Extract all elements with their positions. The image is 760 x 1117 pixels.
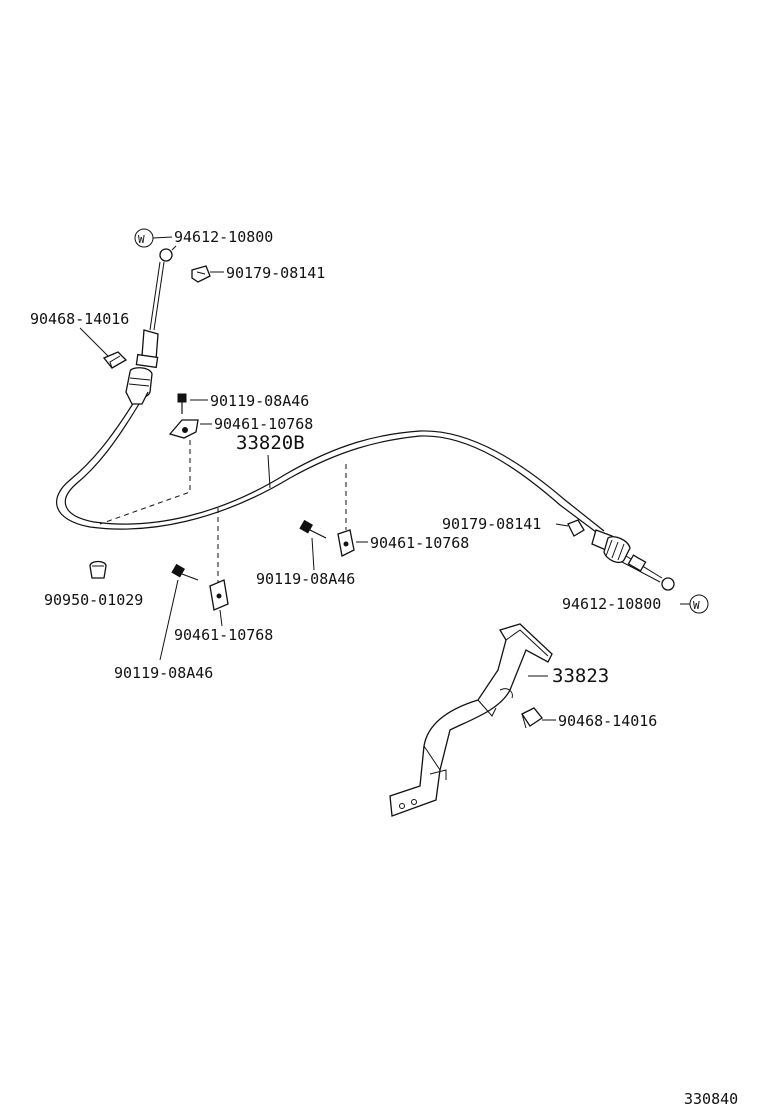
bolt-lower: [171, 563, 199, 581]
cable-end-ball-right: [661, 577, 675, 591]
plug: [89, 560, 107, 579]
label-cable-end-top: 94612-10800: [174, 228, 273, 246]
control-cable: [55, 401, 605, 536]
label-bracket: 33823: [552, 665, 609, 687]
label-clip-bracket: 90468-14016: [558, 712, 657, 730]
label-bushing-right: 90179-08141: [442, 515, 541, 533]
label-clamp-upper: 90461-10768: [214, 415, 313, 433]
washer-mark-top: W: [134, 228, 154, 248]
clamp-upper: [168, 419, 199, 439]
bolt-middle: [299, 519, 327, 539]
label-clip-top-left: 90468-14016: [30, 310, 129, 328]
bolt-upper: [177, 393, 187, 414]
cable-upper-end: [125, 261, 165, 405]
bracket: [389, 623, 553, 817]
label-clamp-lower: 90461-10768: [174, 626, 273, 644]
bushing-top: [191, 265, 211, 283]
clamp-lower: [209, 579, 229, 611]
label-plug: 90950-01029: [44, 591, 143, 609]
clamp-middle: [337, 529, 355, 557]
cable-right-end: [591, 529, 663, 583]
bushing-right: [567, 519, 585, 537]
cable-end-ball-top: [159, 245, 177, 262]
label-cable-assembly: 33820B: [236, 432, 305, 454]
label-bolt-lower: 90119-08A46: [114, 664, 213, 682]
label-bushing-top: 90179-08141: [226, 264, 325, 282]
clip-bracket: [521, 707, 543, 729]
label-bolt-upper: 90119-08A46: [210, 392, 309, 410]
clip-top-left: [102, 351, 128, 369]
washer-mark-top-text: W: [138, 233, 145, 246]
label-clamp-middle: 90461-10768: [370, 534, 469, 552]
washer-mark-right-text: W: [693, 599, 700, 612]
washer-mark-right: W: [689, 594, 709, 614]
figure-number: 330840: [684, 1090, 738, 1108]
label-bolt-middle: 90119-08A46: [256, 570, 355, 588]
label-cable-end-right: 94612-10800: [562, 595, 661, 613]
